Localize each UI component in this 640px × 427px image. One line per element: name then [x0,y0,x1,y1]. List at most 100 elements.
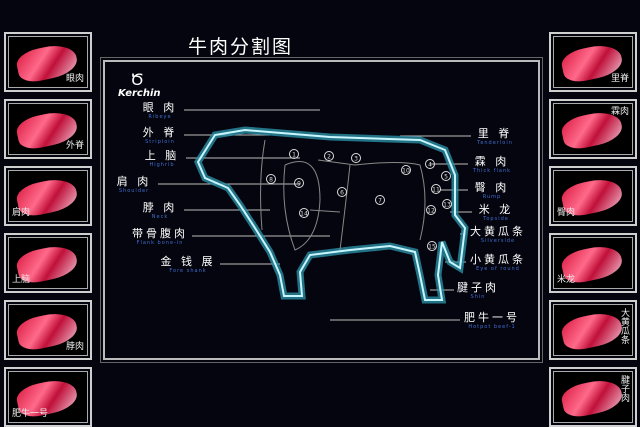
cut-name: 腱子肉 [457,281,499,294]
cut-number: 15 [428,244,436,251]
meat-thumbnail[interactable]: 眼肉 [4,32,92,92]
cut-boundaries [260,139,426,251]
cut-name: 臀 肉 [474,181,510,194]
cut-number: 5 [444,174,448,181]
cut-name-en: Rump [482,194,502,200]
cut-name-en: Tenderloin [477,140,513,146]
cut-name-en: Silverside [480,238,516,244]
cut-number-marker [324,151,334,161]
cut-number: 11 [432,187,440,194]
meat-label: 臀肉 [557,208,576,218]
cut-name-en: Eye of round [476,266,520,272]
cut-number-marker [299,208,309,218]
cut-number-marker [441,171,451,181]
cow-outline-glow [194,126,469,304]
cut-number-marker [266,174,276,184]
cut-name: 带骨腹肉 [132,227,188,240]
cut-number: 1 [292,152,296,159]
meat-thumbnail[interactable]: 臀肉 [549,166,637,226]
cut-name: 肩 肉 [116,175,152,188]
cut-number: 9 [297,181,301,188]
cut-name-en: Flank bone-in [136,240,184,246]
meat-label: 外脊 [65,141,84,151]
cut-name: 眼 肉 [142,101,178,114]
meat-label: 肩肉 [12,208,31,218]
cut-number-marker [375,195,385,205]
meat-thumbnail[interactable]: 里脊 [549,32,637,92]
cut-number-marker [425,159,435,169]
cut-name: 外 脊 [142,126,178,139]
cut-number: 8 [269,177,273,184]
meat-label: 霖肉 [610,107,629,117]
cut-name: 肥牛一号 [464,311,520,324]
meat-label: 眼肉 [65,74,84,84]
cow-outline [196,128,467,301]
meat-thumbnail[interactable]: 外脊 [4,99,92,159]
page-title: 牛肉分割图 [188,36,294,58]
cut-number-marker [294,178,304,188]
cut-number: 13 [443,202,451,209]
meat-label: 脖肉 [65,342,84,352]
cut-number: 12 [427,208,435,215]
cut-number: 14 [300,211,308,218]
cut-name: 金 钱 展 [160,255,216,268]
meat-label: 肥牛一号 [12,409,49,419]
diagram-panel [100,57,543,363]
cut-name-en: Neck [151,214,169,220]
cut-number: 2 [327,154,331,161]
meat-thumbnail[interactable]: 脖肉 [4,300,92,360]
cut-number: 4 [428,162,432,169]
meat-label: 上脑 [12,275,31,285]
cut-number: 7 [378,198,382,205]
cut-number-marker [337,187,347,197]
cut-name: 小黄瓜条 [470,253,526,266]
cut-number: 3 [354,156,358,163]
meat-thumbnail[interactable]: 霖肉 [549,99,637,159]
cut-number-marker [427,241,437,251]
cut-number-marker [351,153,361,163]
cut-name: 米 龙 [478,203,514,216]
meat-thumbnail[interactable]: 肩肉 [4,166,92,226]
meat-thumbnail[interactable]: 米龙 [549,233,637,293]
cut-number: 10 [402,168,410,175]
cut-name: 霖 肉 [474,155,510,168]
cut-name-en: Topside [483,216,509,222]
cut-number: 6 [340,190,344,197]
cut-number-marker [401,165,411,175]
cut-name-en: Shoulder [118,188,150,194]
cut-name-en: Thick flank [472,168,512,174]
cut-number-marker [426,205,436,215]
cut-name-en: Hotpot beef-1 [468,324,516,330]
cut-number-marker [442,199,452,209]
meat-label: 里脊 [610,74,629,84]
cut-number-marker [431,184,441,194]
meat-label: 大黄瓜条 [619,308,629,344]
meat-thumbnail[interactable]: 上脑 [4,233,92,293]
meat-thumbnail[interactable]: 大黄瓜条 [549,300,637,360]
cut-name-en: Striploin [145,139,175,145]
cut-name-en: Ribeye [148,114,172,120]
logo-brand: Kerchin [118,88,161,99]
cut-name-en: Fore shank [169,268,207,274]
cut-number-marker [289,149,299,159]
cut-name-en: Highrib [149,162,175,168]
logo: Ծ Kerchin [118,72,161,100]
cut-name-en: Shin [470,294,486,300]
cut-name: 大黄瓜条 [470,225,526,238]
